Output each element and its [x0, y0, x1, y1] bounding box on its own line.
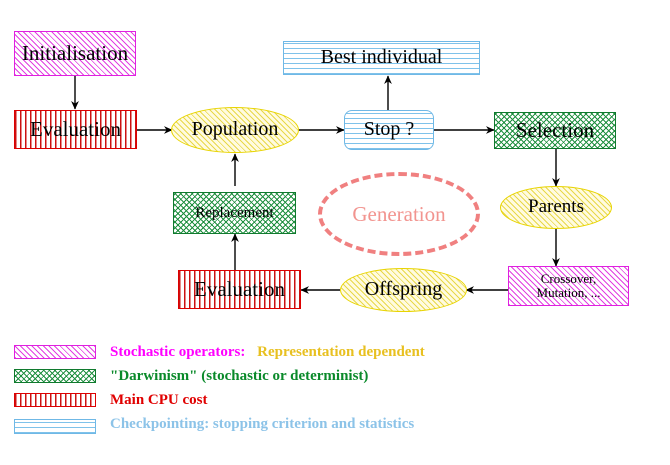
node-population[interactable]: Population	[171, 107, 299, 153]
legend-label-stochastic-part1: Stochastic operators:	[110, 343, 246, 360]
legend-label-checkpointing: Checkpointing: stopping criterion and st…	[110, 416, 415, 432]
legend-label-cpu-cost: Main CPU cost	[110, 391, 208, 408]
legend-row-stochastic: Stochastic operators: Representation dep…	[0, 340, 670, 364]
node-offspring[interactable]: Offspring	[340, 268, 467, 312]
node-replacement[interactable]: Replacement	[173, 192, 296, 234]
node-evaluation-top-label: Evaluation	[30, 117, 121, 142]
node-crossover-mutation[interactable]: Crossover, Mutation, ...	[508, 266, 629, 306]
node-best-individual-label: Best individual	[320, 46, 443, 69]
legend-swatch-red-hatch	[14, 393, 96, 407]
legend-swatch-blue-hatch	[14, 419, 96, 434]
node-replacement-label: Replacement	[195, 204, 274, 221]
legend-swatch-magenta-hatch	[14, 345, 96, 359]
legend-row-cpu-cost: Main CPU cost	[0, 388, 670, 412]
node-generation: Generation	[318, 172, 480, 256]
legend-label-stochastic-part2: Representation dependent	[257, 343, 425, 360]
node-parents[interactable]: Parents	[500, 186, 612, 229]
legend-swatch-green-hatch	[14, 369, 96, 383]
legend-label-darwinism: "Darwinism" (stochastic or determinist)	[110, 367, 369, 384]
legend-row-darwinism: "Darwinism" (stochastic or determinist)	[0, 364, 670, 388]
node-stop[interactable]: Stop ?	[344, 110, 434, 150]
node-evaluation-top[interactable]: Evaluation	[14, 110, 137, 149]
node-crossover-mutation-line1: Crossover,	[540, 270, 597, 286]
node-selection[interactable]: Selection	[494, 112, 616, 149]
node-parents-label: Parents	[528, 196, 584, 218]
node-initialisation-label: Initialisation	[21, 41, 129, 66]
node-crossover-mutation-line2: Mutation, ...	[536, 285, 601, 300]
node-offspring-label: Offspring	[364, 278, 443, 301]
node-evaluation-bottom-label: Evaluation	[194, 277, 285, 302]
legend-row-checkpointing: Checkpointing: stopping criterion and st…	[0, 412, 670, 438]
node-stop-label: Stop ?	[363, 118, 415, 141]
node-best-individual[interactable]: Best individual	[283, 41, 480, 75]
legend: Stochastic operators: Representation dep…	[0, 340, 670, 438]
node-generation-label: Generation	[352, 201, 446, 226]
node-initialisation[interactable]: Initialisation	[14, 31, 136, 76]
legend-label-stochastic: Stochastic operators: Representation dep…	[110, 344, 425, 361]
node-population-label: Population	[191, 118, 279, 141]
node-selection-label: Selection	[515, 118, 595, 143]
node-evaluation-bottom[interactable]: Evaluation	[178, 270, 301, 309]
